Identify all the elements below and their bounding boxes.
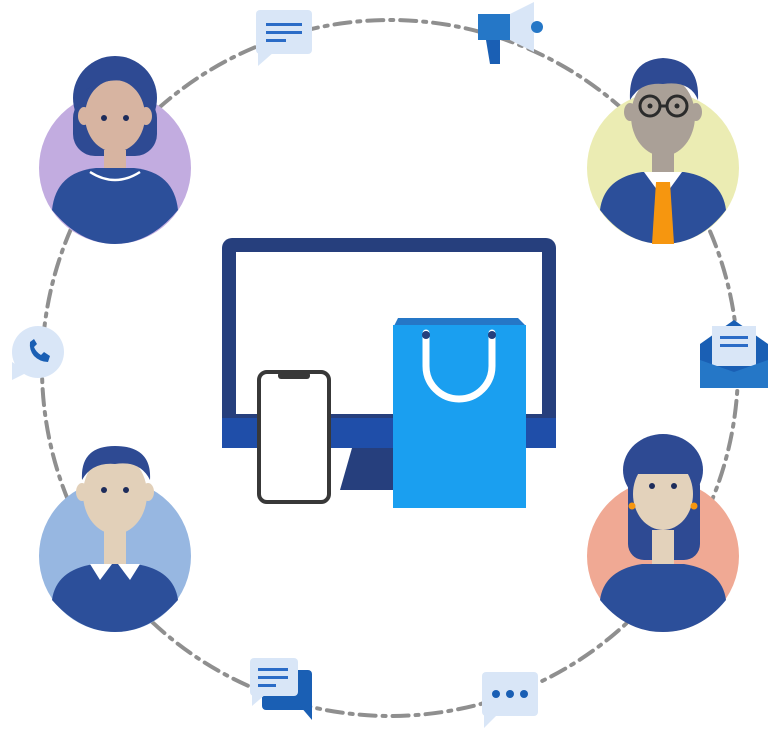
- young-man-avatar: [39, 446, 191, 632]
- chat-lines-icon: [256, 10, 312, 66]
- woman-with-earrings-avatar: [587, 434, 739, 632]
- man-with-glasses-avatar: [587, 58, 739, 244]
- typing-dots-icon: [482, 672, 538, 728]
- shopping-bag-icon: [393, 318, 526, 508]
- woman-with-necklace-avatar: [39, 56, 191, 244]
- smartphone-icon: [257, 370, 331, 504]
- message-reply-icon: [250, 658, 312, 720]
- email-envelope-icon: [700, 320, 768, 388]
- megaphone-icon: [478, 2, 543, 64]
- phone-call-icon: [12, 326, 64, 380]
